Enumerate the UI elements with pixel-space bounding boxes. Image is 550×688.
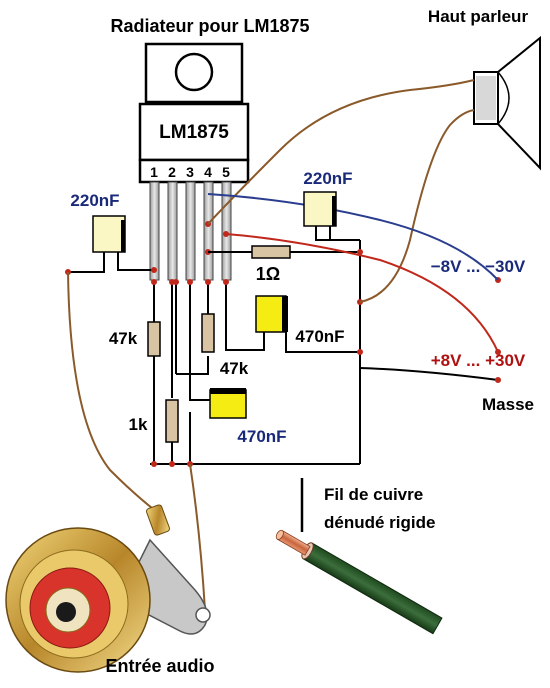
label-ground: Masse bbox=[482, 395, 534, 414]
lm1875-chip: LM1875 1 2 3 4 5 bbox=[138, 42, 250, 184]
rca-jack-icon bbox=[5, 504, 211, 673]
resistor-47k-right bbox=[201, 313, 215, 353]
wire-note-line2: dénudé rigide bbox=[324, 513, 435, 532]
title-heatsink: Radiateur pour LM1875 bbox=[110, 16, 309, 36]
audio-input-label: Entrée audio bbox=[105, 656, 214, 676]
label-220nf-supply: 220nF bbox=[303, 169, 352, 188]
capacitor-470nf-right bbox=[255, 295, 288, 333]
label-47k-right: 47k bbox=[220, 359, 249, 378]
resistor-47k-left bbox=[147, 321, 161, 357]
pin-2 bbox=[167, 181, 178, 281]
input-capacitor-220nf bbox=[92, 215, 126, 260]
speaker-icon bbox=[473, 35, 541, 171]
resistor-1ohm bbox=[208, 245, 291, 259]
label-1k: 1k bbox=[129, 415, 148, 434]
chip-name: LM1875 bbox=[159, 122, 229, 143]
supply-capacitor-220nf bbox=[303, 191, 337, 227]
label-470nf-right: 470nF bbox=[295, 327, 344, 346]
pin-3 bbox=[185, 181, 196, 281]
pin-number-3: 3 bbox=[186, 164, 194, 180]
junction-dots bbox=[65, 221, 501, 467]
label-negative-supply: −8V ... −30V bbox=[431, 257, 526, 276]
speaker-label: Haut parleur bbox=[428, 7, 529, 26]
chip-pins bbox=[149, 181, 232, 281]
label-1ohm: 1Ω bbox=[256, 264, 280, 284]
label-positive-supply: +8V ... +30V bbox=[431, 351, 526, 370]
positive-supply-wire bbox=[225, 233, 499, 353]
pin-number-1: 1 bbox=[150, 164, 158, 180]
label-470nf-bottom: 470nF bbox=[237, 427, 286, 446]
capacitor-470nf-bottom bbox=[209, 388, 247, 419]
pin-5 bbox=[221, 181, 232, 281]
negative-supply-wire bbox=[207, 193, 499, 281]
resistor-1k bbox=[165, 399, 179, 443]
label-220nf-input: 220nF bbox=[70, 191, 119, 210]
pin-1 bbox=[149, 181, 160, 281]
pin-number-5: 5 bbox=[222, 164, 230, 180]
pin-number-4: 4 bbox=[204, 164, 212, 180]
pin-4 bbox=[203, 181, 214, 281]
black-wiring bbox=[68, 224, 499, 465]
brown-wires bbox=[67, 79, 475, 611]
copper-wire-icon bbox=[275, 529, 443, 635]
wire-note-line1: Fil de cuivre bbox=[324, 485, 423, 504]
label-47k-left: 47k bbox=[109, 329, 138, 348]
pin-number-2: 2 bbox=[168, 164, 176, 180]
